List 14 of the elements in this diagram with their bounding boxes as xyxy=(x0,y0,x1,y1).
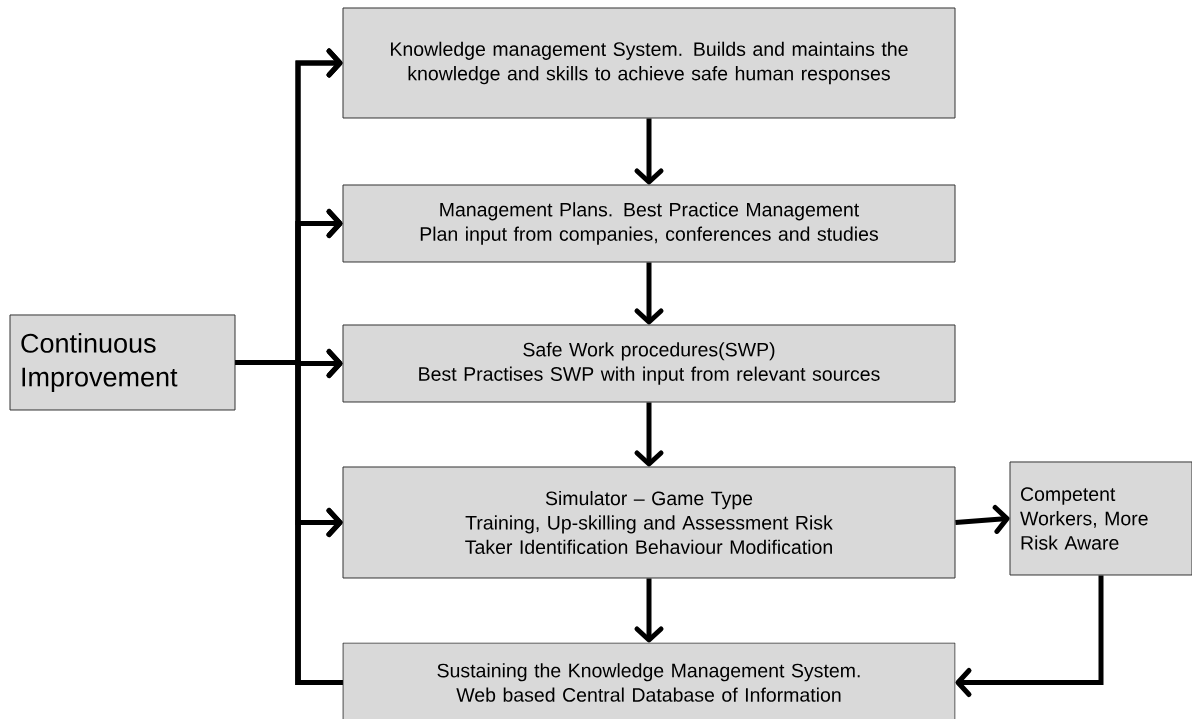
process-box: Simulator – Game Type Training, Up-skilling and Assessment Risk Taker Identification Behaviour Modification xyxy=(342,466,956,579)
process-box: Sustaining the Knowledge Management System. Web based Central Database of Information xyxy=(342,642,956,719)
process-box: Management Plans. Best Practice Management Plan input from companies, conferences and studies xyxy=(342,184,956,263)
arrow xyxy=(634,118,664,185)
arrow xyxy=(955,505,1010,534)
process-box: Continuous Improvement xyxy=(9,314,236,411)
outcome-box: Competent Workers, More Risk Aware xyxy=(1009,461,1192,576)
process-box: Knowledge management System. Builds and maintains the knowledge and skills to achieve safe human responses xyxy=(342,7,956,119)
process-box: Safe Work procedures(SWP) Best Practises SWP with input from relevant sources xyxy=(342,324,956,403)
arrow xyxy=(634,578,664,643)
arrow xyxy=(634,402,664,467)
arrow xyxy=(634,262,664,325)
arrow xyxy=(955,575,1104,697)
arrow xyxy=(295,508,343,685)
